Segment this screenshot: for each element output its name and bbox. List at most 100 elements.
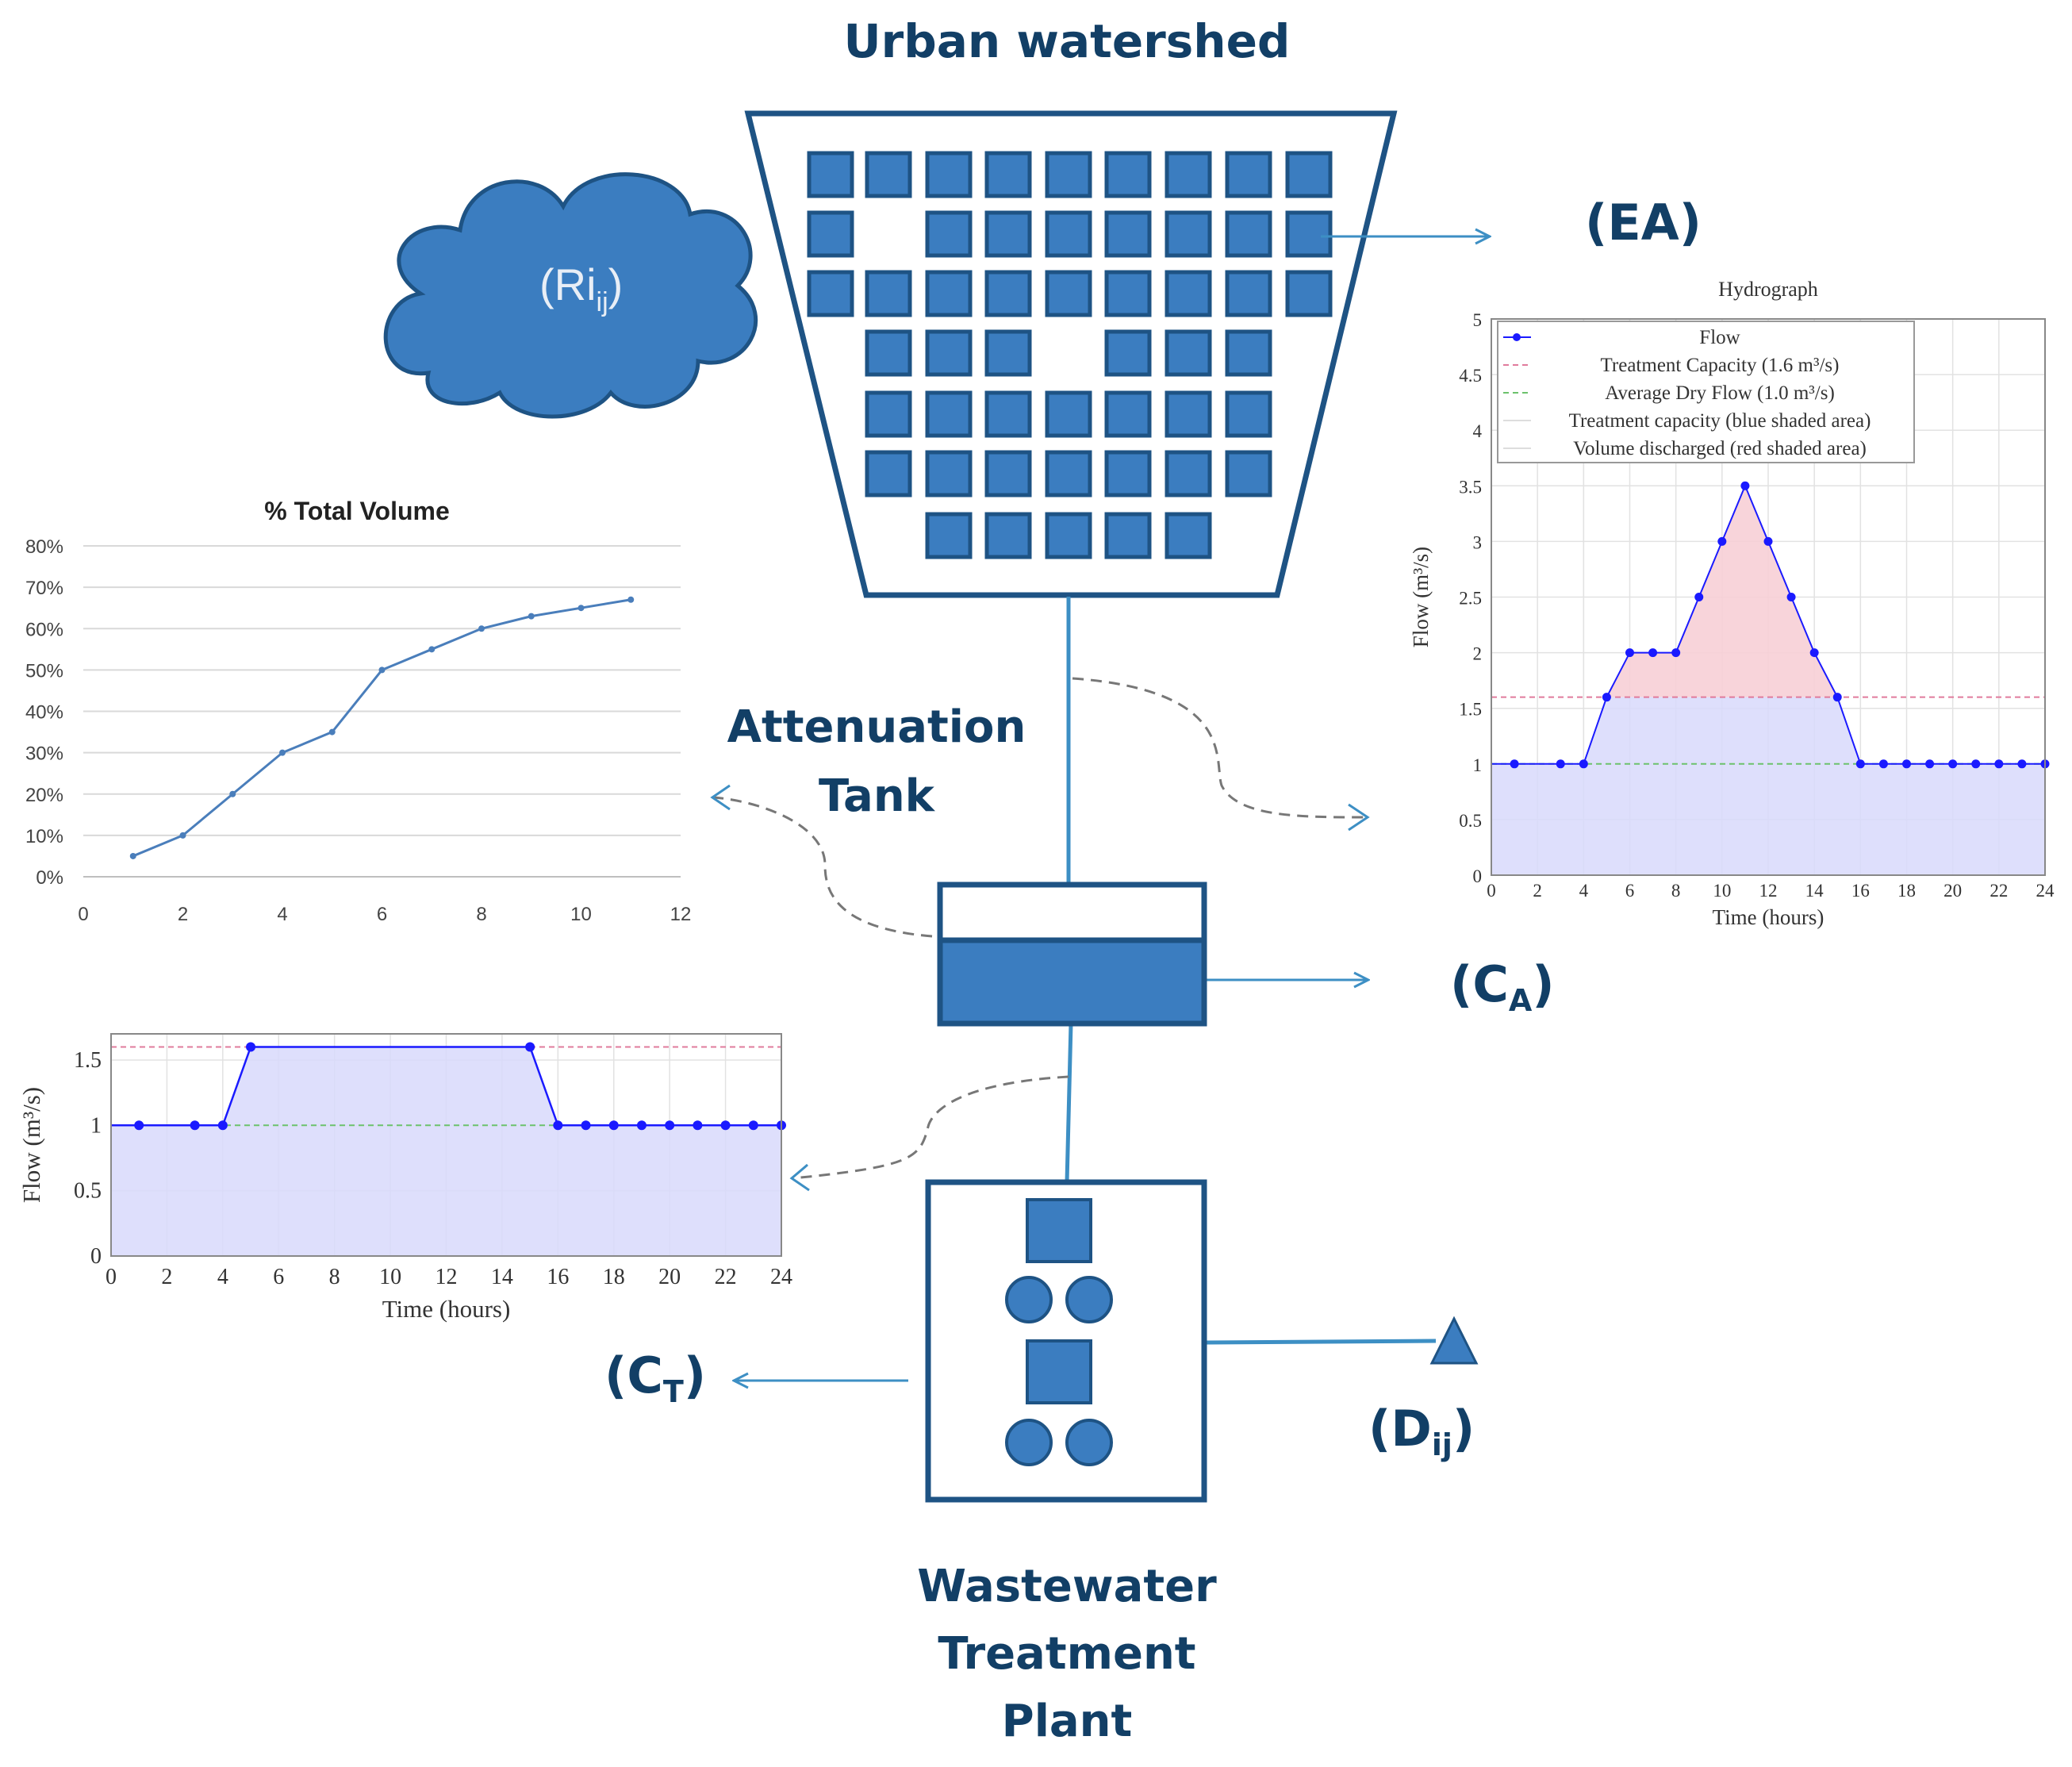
impervious-block	[1165, 270, 1212, 317]
y-tick-label: 1.5	[74, 1048, 102, 1073]
flow-point	[608, 1120, 619, 1131]
plant-clarifier-4	[1065, 1419, 1113, 1466]
data-point	[478, 625, 485, 632]
impervious-block	[1104, 450, 1152, 497]
flow-point	[1510, 759, 1519, 769]
flow-point	[1786, 593, 1796, 601]
impervious-block	[1045, 450, 1092, 497]
x-tick-label: 12	[670, 904, 692, 925]
impervious-block	[807, 210, 854, 258]
impervious-block	[1285, 270, 1333, 317]
plant-tank-square-1	[1026, 1198, 1092, 1263]
svg-text:(Riij): (Riij)	[539, 259, 623, 317]
d-label: (Dij)	[1368, 1400, 1475, 1462]
data-point	[229, 790, 236, 797]
impervious-block	[1225, 390, 1272, 438]
legend-label: Treatment capacity (blue shaded area)	[1569, 410, 1871, 432]
impervious-block	[984, 512, 1032, 559]
flow-point	[720, 1120, 731, 1131]
watershed-title: Urban watershed	[844, 14, 1291, 68]
chart-title: Hydrograph	[1718, 278, 1818, 301]
impervious-block	[1104, 210, 1152, 258]
y-tick-label: 4	[1473, 421, 1483, 441]
y-tick-label: 20%	[25, 785, 63, 806]
flow-point	[217, 1120, 228, 1131]
d-pipe	[1203, 1339, 1437, 1345]
impervious-block	[1165, 210, 1212, 258]
legend-label: Average Dry Flow (1.0 m³/s)	[1605, 382, 1835, 404]
y-tick-label: 40%	[25, 702, 63, 724]
x-tick-label: 2	[1533, 881, 1542, 901]
flow-point	[748, 1120, 758, 1131]
flow-point	[134, 1120, 144, 1131]
x-tick-label: 16	[1851, 881, 1870, 901]
impervious-block	[1165, 390, 1212, 438]
rain-label: (Riij)	[539, 259, 623, 317]
legend-swatch-dot	[1513, 333, 1521, 341]
y-tick-label: 2	[1473, 644, 1483, 664]
flow-point	[1740, 481, 1750, 490]
flow-point	[1625, 648, 1634, 658]
flow-point	[1948, 759, 1958, 769]
series-line	[132, 598, 631, 858]
impervious-block	[807, 151, 854, 198]
impervious-block	[865, 151, 912, 198]
x-tick-label: 10	[379, 1265, 401, 1289]
dashed-arrowhead-volume	[710, 784, 731, 811]
x-tick-label: 22	[715, 1265, 737, 1289]
ct-label: (CT)	[604, 1346, 706, 1409]
impervious-block	[1285, 210, 1333, 258]
flow-point	[553, 1120, 563, 1131]
impervious-block	[1225, 450, 1272, 497]
dashed-arrowhead-hydrograph	[1348, 803, 1370, 832]
tank-to-plant-pipe	[1065, 1023, 1073, 1183]
x-tick-label: 20	[658, 1265, 681, 1289]
y-tick-label: 5	[1473, 310, 1483, 330]
impervious-block	[1045, 390, 1092, 438]
x-tick-label: 14	[1805, 881, 1825, 901]
x-tick-label: 4	[277, 904, 287, 925]
x-tick-label: 8	[1671, 881, 1681, 901]
flow-point	[1925, 759, 1935, 769]
plant-clarifier-1	[1005, 1276, 1053, 1323]
y-tick-label: 50%	[25, 660, 63, 682]
y-tick-label: 60%	[25, 619, 63, 640]
ca-label: (CA)	[1450, 955, 1555, 1018]
data-point	[279, 749, 286, 756]
legend-label: Flow	[1699, 327, 1740, 348]
y-tick-label: 0	[90, 1244, 102, 1269]
x-tick-label: 2	[178, 904, 188, 925]
data-point	[129, 852, 136, 859]
x-tick-label: 10	[1713, 881, 1731, 901]
dashed-arrowhead-plant	[789, 1163, 810, 1192]
impervious-block	[1045, 270, 1092, 317]
flow-point	[636, 1120, 647, 1131]
y-tick-label: 0.5	[1459, 811, 1482, 831]
plot-frame	[110, 1033, 782, 1257]
impervious-block	[1104, 512, 1152, 559]
plot-frame	[1491, 318, 2046, 876]
impervious-block	[984, 210, 1032, 258]
flow-point	[1809, 648, 1819, 658]
x-tick-label: 18	[603, 1265, 625, 1289]
flow-point	[1832, 693, 1842, 702]
impervious-block	[1225, 329, 1272, 377]
y-tick-label: 4.5	[1459, 366, 1482, 386]
flow-point	[1994, 759, 2004, 769]
discharged-volume-area	[1606, 486, 1838, 697]
flow-point	[1902, 759, 1911, 769]
data-point	[328, 728, 336, 736]
flow-point	[525, 1042, 535, 1052]
y-tick-label: 30%	[25, 743, 63, 765]
data-point	[528, 613, 535, 620]
x-tick-label: 22	[1990, 881, 2008, 901]
tank-title-line2: Tank	[819, 770, 936, 822]
y-tick-label: 1.5	[1459, 700, 1482, 720]
flow-point	[1671, 648, 1681, 658]
flow-point	[246, 1042, 256, 1052]
y-axis-label: Flow (m³/s)	[1409, 547, 1433, 647]
y-tick-label: 3	[1473, 532, 1483, 552]
impervious-block	[925, 210, 973, 258]
data-point	[179, 832, 186, 839]
